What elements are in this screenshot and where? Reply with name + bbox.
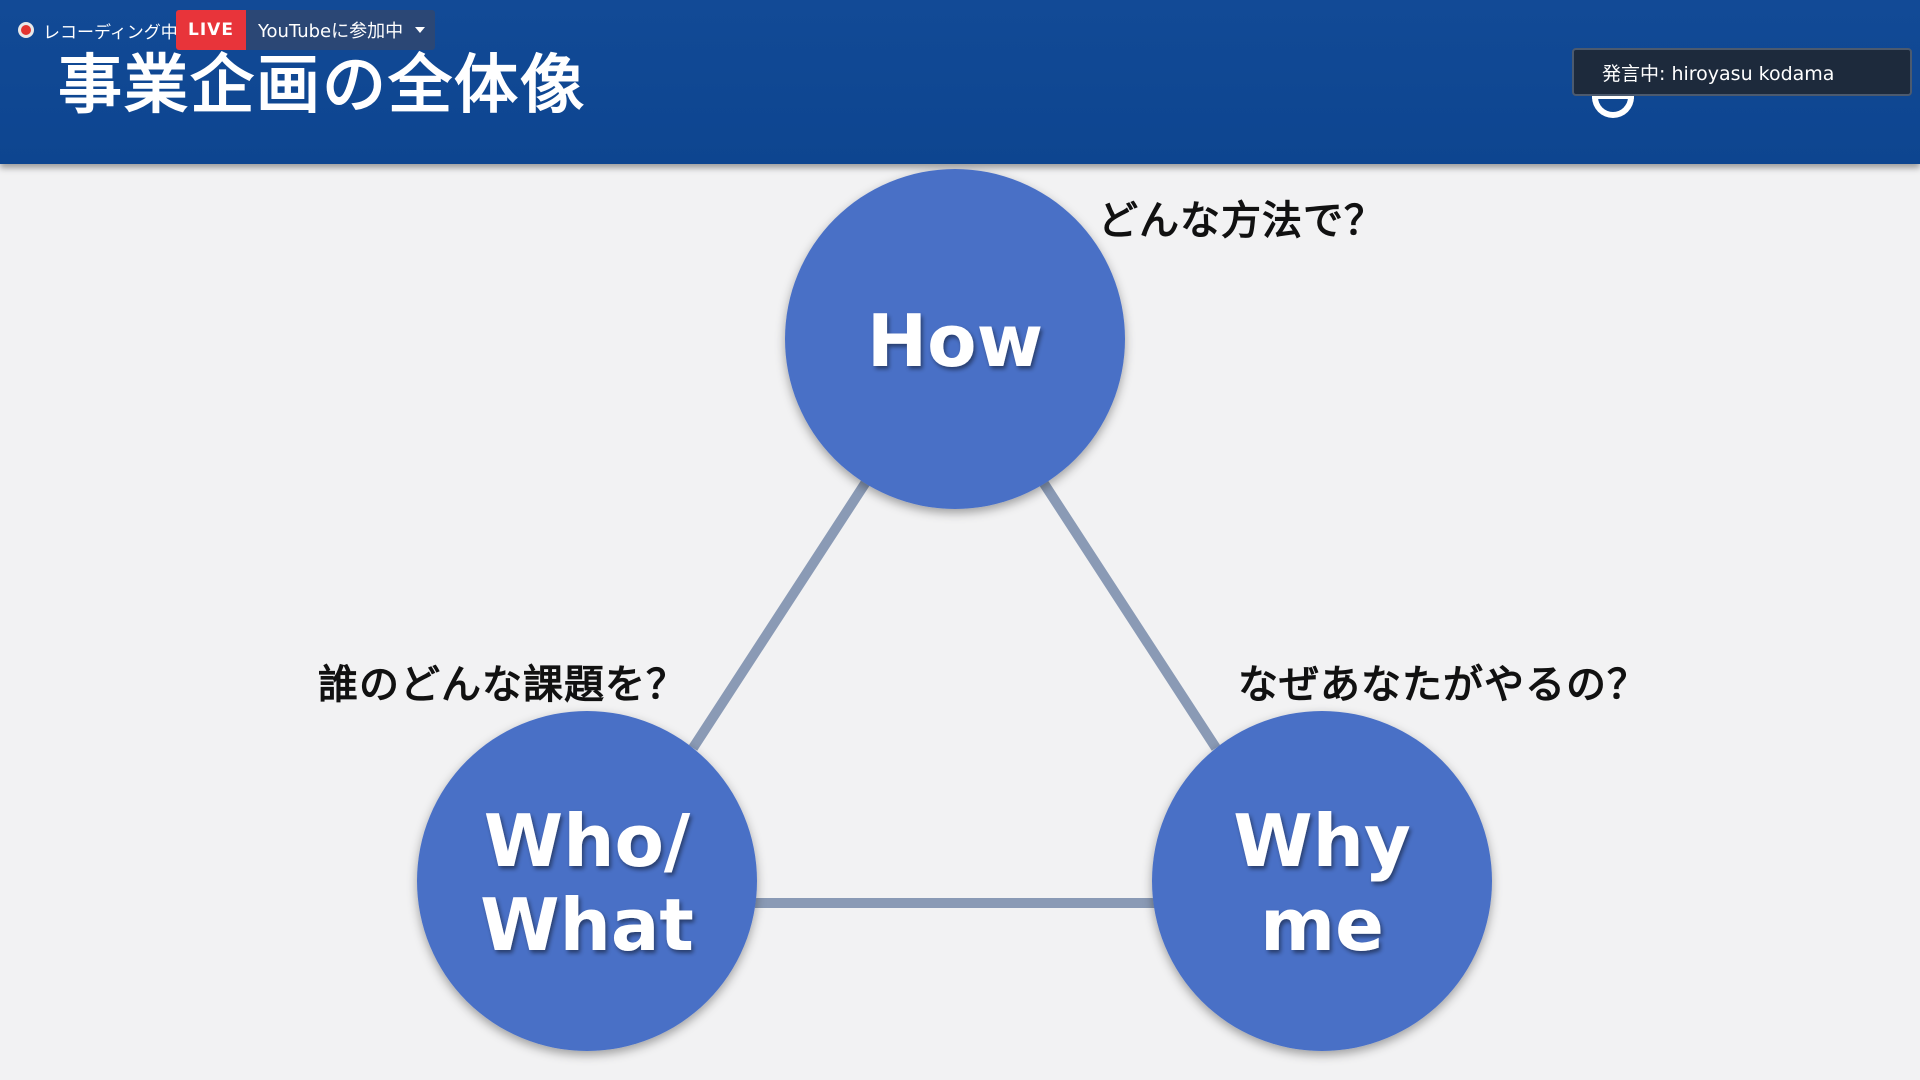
node-how-circle <box>785 169 1125 509</box>
node-who-what-label-line1: Who/ <box>484 799 691 883</box>
question-why-me: なぜあなたがやるの？ <box>1238 662 1648 708</box>
node-why-me-label-line1: Why <box>1233 799 1411 883</box>
active-speaker-indicator: 発言中: hiroyasu kodama <box>1572 48 1912 96</box>
node-who-what: Who/ What <box>417 711 757 1051</box>
slide-title: 事業企画の全体像 <box>58 49 586 123</box>
connector-how-to-who-what <box>688 479 871 751</box>
live-badge: LIVE <box>176 10 246 50</box>
node-who-what-label-line2: What <box>480 883 694 967</box>
logo-fragment-icon <box>1592 96 1634 118</box>
active-speaker-label: 発言中: hiroyasu kodama <box>1602 62 1835 85</box>
recording-label: レコーディング中 <box>43 22 178 43</box>
node-who-what-circle <box>417 711 757 1051</box>
recording-indicator[interactable]: レコーディング中 <box>18 16 178 44</box>
node-why-me: Why me <box>1152 711 1492 1051</box>
question-who-what: 誰のどんな課題を？ <box>318 662 687 708</box>
node-why-me-circle <box>1152 711 1492 1051</box>
node-how-label: How <box>867 299 1043 383</box>
live-stream-control[interactable]: LIVE YouTubeに参加中 <box>176 10 436 50</box>
node-how: How <box>785 169 1125 509</box>
live-stream-dropdown-label: YouTubeに参加中 <box>257 21 404 42</box>
connector-how-to-why-me <box>1038 479 1221 751</box>
question-how: どんな方法で？ <box>1098 198 1385 244</box>
chevron-down-icon[interactable] <box>415 27 426 33</box>
node-why-me-label-line2: me <box>1260 883 1384 967</box>
live-stream-dropdown[interactable]: YouTubeに参加中 <box>245 10 436 50</box>
record-icon <box>18 22 34 38</box>
